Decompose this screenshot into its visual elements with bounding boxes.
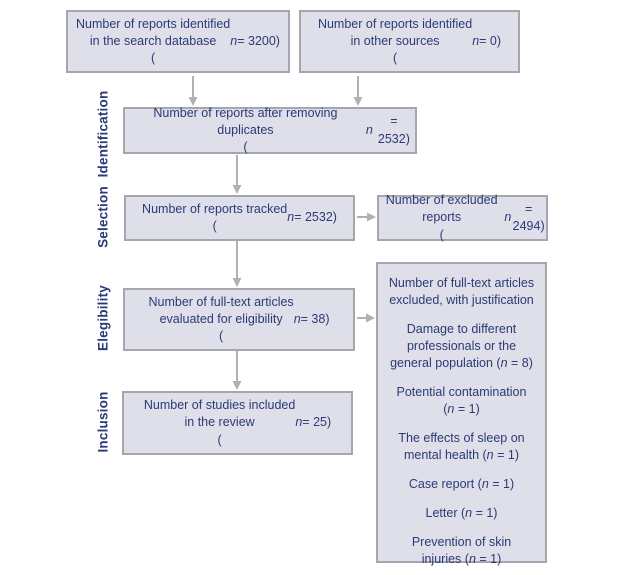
justification-item: Case report (n = 1)	[408, 477, 515, 491]
justification-item: Prevention of skin injuries (n = 1)	[411, 535, 512, 566]
justification-item: Damage to different professionals or the…	[390, 322, 533, 370]
box-fulltext-excluded-justification: Number of full-text articles excluded, w…	[376, 262, 547, 566]
justification-title: Number of full-text articles excluded, w…	[388, 276, 535, 307]
stage-label-eligibility: Elegibility	[95, 285, 111, 351]
justification-item: Potential contamination (n = 1)	[396, 385, 527, 416]
box-reports-other-sources: Number of reports identified in other so…	[299, 10, 520, 73]
stage-label-identification: Identification	[95, 90, 111, 178]
box-excluded-reports: Number of excluded reports (n = 2494)	[377, 193, 548, 242]
box-after-removing-duplicates: Number of reports after removing duplica…	[123, 106, 417, 154]
justification-item: Letter (n = 1)	[425, 506, 498, 520]
justification-item: The effects of sleep on mental health (n…	[398, 431, 525, 462]
box-fulltext-evaluated: Number of full-text articles evaluated f…	[123, 288, 355, 351]
box-reports-search-database: Number of reports identified in the sear…	[66, 10, 290, 73]
stage-label-inclusion: Inclusion	[95, 391, 111, 453]
box-reports-tracked: Number of reports tracked (n = 2532)	[124, 195, 355, 241]
box-studies-included: Number of studies included in the review…	[122, 391, 353, 455]
stage-label-selection: Selection	[95, 186, 111, 248]
